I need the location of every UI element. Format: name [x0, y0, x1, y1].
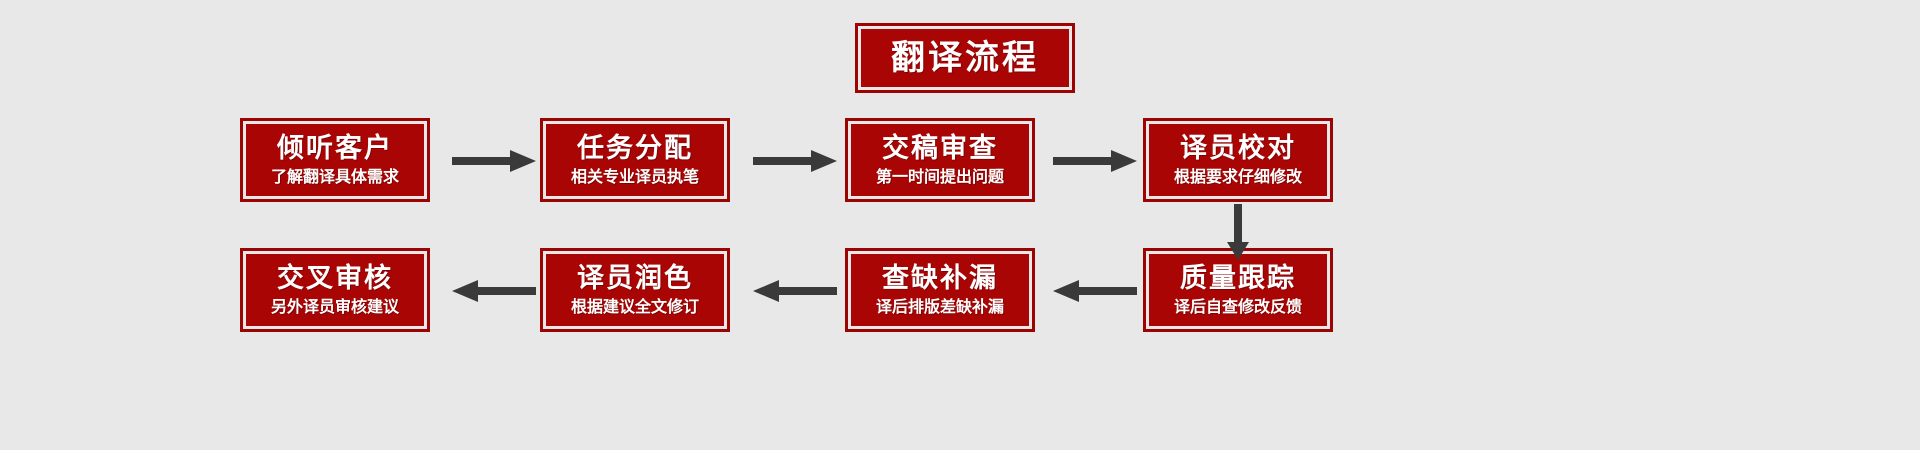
arrow-left-icon	[1053, 278, 1137, 304]
arrow-right-icon	[753, 148, 837, 174]
step-subtitle-8: 另外译员审核建议	[270, 297, 399, 316]
step-box-6[interactable]: 查缺补漏 译后排版差缺补漏	[845, 248, 1035, 332]
step-box-5[interactable]: 质量跟踪 译后自查修改反馈	[1143, 248, 1333, 332]
arrow-right-icon	[452, 148, 536, 174]
flowchart-title-box: 翻译流程	[855, 23, 1075, 93]
arrow-left-icon	[452, 278, 536, 304]
step-box-2[interactable]: 任务分配 相关专业译员执笔	[540, 118, 730, 202]
step-subtitle-4: 根据要求仔细修改	[1173, 167, 1302, 186]
step-box-7[interactable]: 译员润色 根据建议全文修订	[540, 248, 730, 332]
step-box-1[interactable]: 倾听客户 了解翻译具体需求	[240, 118, 430, 202]
step-box-8[interactable]: 交叉审核 另外译员审核建议	[240, 248, 430, 332]
arrow-down-icon	[1225, 204, 1251, 260]
step-title-7: 译员润色	[577, 263, 693, 294]
step-title-6: 查缺补漏	[882, 263, 998, 294]
step-subtitle-7: 根据建议全文修订	[570, 297, 699, 316]
step-title-2: 任务分配	[577, 133, 693, 164]
step-subtitle-6: 译后排版差缺补漏	[875, 297, 1004, 316]
step-title-1: 倾听客户	[277, 133, 393, 164]
arrow-left-icon	[753, 278, 837, 304]
step-box-3[interactable]: 交稿审查 第一时间提出问题	[845, 118, 1035, 202]
step-title-3: 交稿审查	[882, 133, 998, 164]
step-subtitle-3: 第一时间提出问题	[875, 167, 1004, 186]
step-box-4[interactable]: 译员校对 根据要求仔细修改	[1143, 118, 1333, 202]
step-subtitle-2: 相关专业译员执笔	[570, 167, 699, 186]
step-subtitle-5: 译后自查修改反馈	[1173, 297, 1302, 316]
flowchart-title: 翻译流程	[891, 38, 1039, 78]
step-subtitle-1: 了解翻译具体需求	[270, 167, 399, 186]
step-title-4: 译员校对	[1180, 133, 1296, 164]
step-title-5: 质量跟踪	[1180, 263, 1296, 294]
step-title-8: 交叉审核	[277, 263, 393, 294]
arrow-right-icon	[1053, 148, 1137, 174]
